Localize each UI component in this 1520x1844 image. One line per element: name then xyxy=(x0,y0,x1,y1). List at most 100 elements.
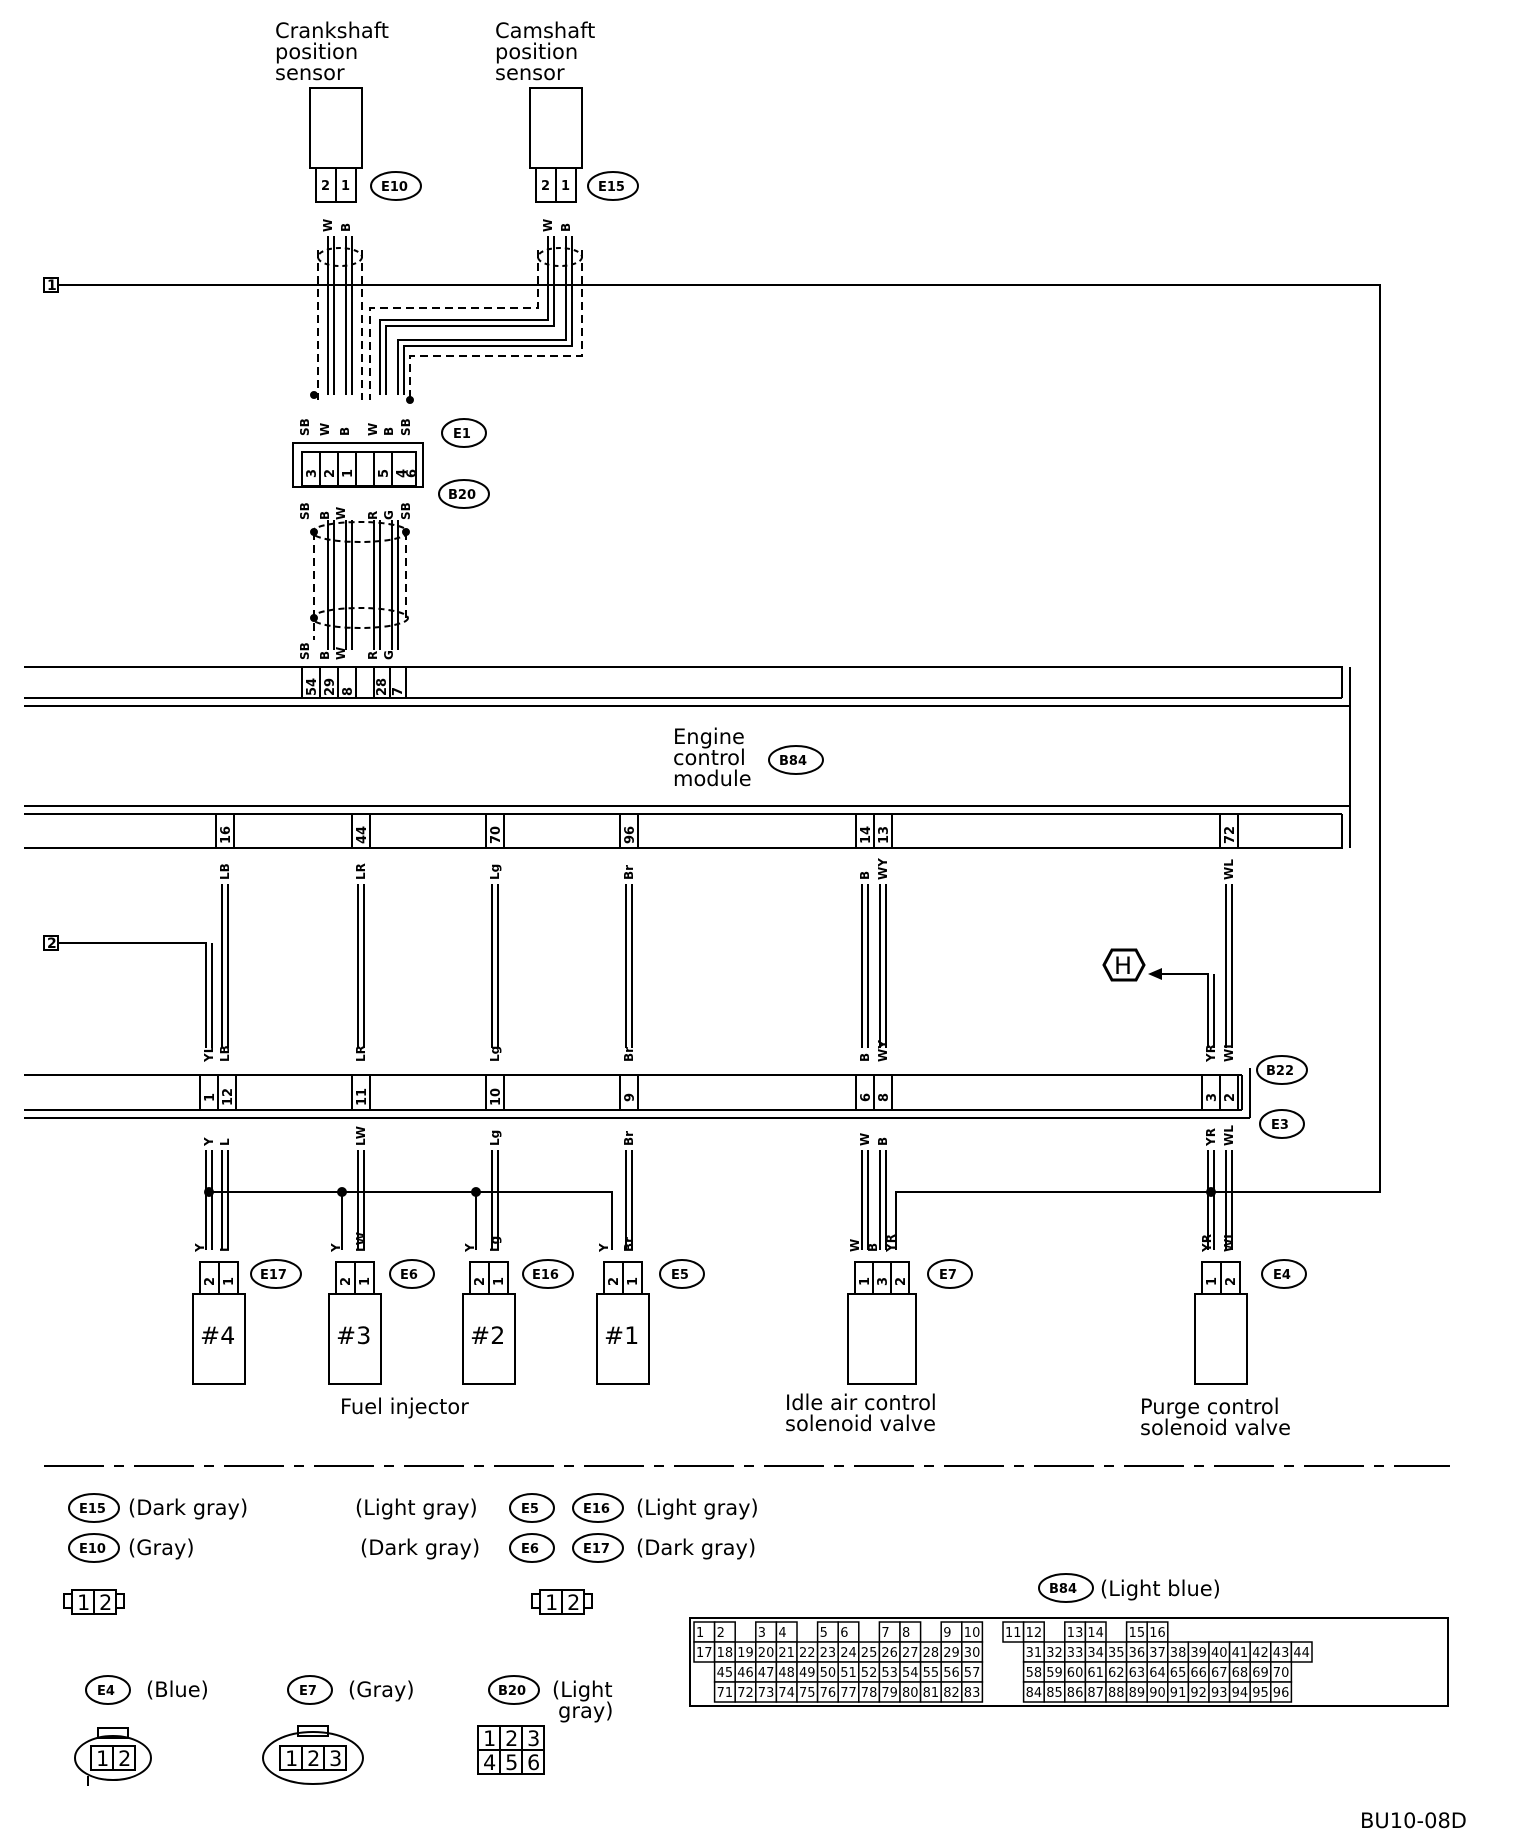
b84-pin-number: 7 xyxy=(881,1626,889,1641)
injector-4: Y L 2 1 E17 #4 xyxy=(192,1243,302,1385)
off-page-ref-1: 1 xyxy=(43,277,1381,1193)
e3-wire-lg: Lg xyxy=(488,1130,502,1146)
ecm-wire-b: B xyxy=(318,651,332,660)
b84-pin-number: 21 xyxy=(778,1646,795,1661)
cam-label-2: position xyxy=(495,40,578,64)
ecm-pin-16: 16 xyxy=(219,826,234,844)
two-pin-connector-right: 1 2 xyxy=(531,1589,593,1615)
e3-wire-b: B xyxy=(876,1137,890,1146)
legend-e16-ref: E16 xyxy=(583,1502,610,1517)
b20-shape-pin-4: 4 xyxy=(483,1751,496,1775)
b84-pin-number: 39 xyxy=(1190,1646,1207,1661)
inj2-wire-y: Y xyxy=(463,1243,477,1253)
b84-pin-number: 56 xyxy=(943,1666,960,1681)
inj4-wire-l: L xyxy=(218,1244,232,1252)
b20-wire-g: G xyxy=(382,510,396,520)
b22-pin-3: 3 xyxy=(1205,1093,1220,1102)
b22-wire-wy: WY xyxy=(876,1040,890,1062)
b84-pin-number: 13 xyxy=(1067,1626,1084,1641)
b22-wire-br: Br xyxy=(622,1047,636,1062)
b84-pin-number: 54 xyxy=(902,1666,919,1681)
b84-pin-number: 28 xyxy=(923,1646,940,1661)
camshaft-sensor: Camshaft position sensor 2 1 E15 W B xyxy=(495,19,639,232)
b84-pin-number: 94 xyxy=(1232,1686,1249,1701)
b84-pin-number: 46 xyxy=(737,1666,754,1681)
inj4-pin-1: 1 xyxy=(222,1277,237,1286)
joint-pin-6: 6 xyxy=(405,469,420,478)
joint-pin-3: 3 xyxy=(305,469,320,478)
ecm-wire-lb: LB xyxy=(218,863,232,880)
ecm-pin-54: 54 xyxy=(305,678,320,696)
joint-to-ecm-wires xyxy=(310,391,414,650)
b84-pin-number: 69 xyxy=(1252,1666,1269,1681)
joint-pin-1: 1 xyxy=(341,469,356,478)
e3-wire-lw: LW xyxy=(354,1126,368,1146)
b20-shape-pin-2: 2 xyxy=(505,1727,518,1751)
b84-pin-number: 30 xyxy=(964,1646,981,1661)
b84-pin-number: 8 xyxy=(902,1626,910,1641)
connector-e15: E15 xyxy=(598,180,625,195)
b84-pin-number: 19 xyxy=(737,1646,754,1661)
b84-pin-number: 47 xyxy=(758,1666,775,1681)
purge-wire-wl: WL xyxy=(1222,1231,1236,1252)
joint-connector-e1-b20: SB W B W B SB E1 3 2 1 5 4 6 B20 SB B W … xyxy=(292,418,490,520)
ecm-to-b22-wires xyxy=(221,884,1233,1048)
b84-pin-cell xyxy=(1290,1641,1313,1663)
b22-wire-lr: LR xyxy=(354,1045,368,1062)
b20-connector-shape: 1 2 3 4 5 6 xyxy=(477,1725,545,1775)
b84-pin-number: 70 xyxy=(1273,1666,1290,1681)
two-pin-connector-left: 1 2 xyxy=(63,1589,125,1615)
e1-wire-b-right: B xyxy=(382,427,396,436)
legend-e5-ref: E5 xyxy=(521,1502,539,1517)
b84-pin-number: 95 xyxy=(1252,1686,1269,1701)
b84-pin-number: 76 xyxy=(820,1686,837,1701)
b84-pin-number: 89 xyxy=(1129,1686,1146,1701)
injector-3: Y LW 2 1 E6 #3 xyxy=(328,1232,435,1385)
b20-wire-w: W xyxy=(334,507,348,520)
b84-pin-number: 14 xyxy=(1087,1626,1104,1641)
b22-wire-labels: YL LB LR Lg Br B WY YR WL xyxy=(202,1040,1236,1063)
b84-pin-number: 22 xyxy=(799,1646,816,1661)
inj3-wire-lw: LW xyxy=(354,1232,368,1252)
b84-pin-number: 86 xyxy=(1067,1686,1084,1701)
b22-pin-12: 12 xyxy=(221,1088,236,1106)
b84-pin-number: 88 xyxy=(1108,1686,1125,1701)
connector-e5: E5 xyxy=(671,1268,689,1283)
b84-pin-number: 75 xyxy=(799,1686,816,1701)
b84-pin-number: 1 xyxy=(696,1626,704,1641)
b84-pin-number: 92 xyxy=(1190,1686,1207,1701)
purge-label-1: Purge control xyxy=(1140,1395,1280,1419)
b20-shape-pin-3: 3 xyxy=(527,1727,540,1751)
joint-pin-4: 4 xyxy=(395,469,410,478)
joint-pin-2: 2 xyxy=(323,469,338,478)
b84-pin-number: 25 xyxy=(861,1646,878,1661)
b84-pin-number: 52 xyxy=(861,1666,878,1681)
b20-wire-r: R xyxy=(366,511,380,520)
b84-pin-number: 10 xyxy=(964,1626,981,1641)
b20-wire-b: B xyxy=(318,511,332,520)
e3-wire-yr: YR xyxy=(1204,1128,1218,1147)
ecm-wire-lr: LR xyxy=(354,863,368,880)
ecm-wire-wl: WL xyxy=(1222,859,1236,880)
e1-wire-w-right: W xyxy=(366,423,380,436)
b84-pin-number: 63 xyxy=(1129,1666,1146,1681)
inj1-pin-1: 1 xyxy=(626,1277,641,1286)
b84-pin-number: 27 xyxy=(902,1646,919,1661)
b20-shape-pin-5: 5 xyxy=(505,1751,518,1775)
ecm-pin-14: 14 xyxy=(859,826,874,844)
b84-pin-number: 87 xyxy=(1087,1686,1104,1701)
connector-e17: E17 xyxy=(260,1268,287,1283)
inj2-pin-1: 1 xyxy=(492,1277,507,1286)
legend-e7-ref: E7 xyxy=(299,1684,317,1699)
ecm-wire-wy: WY xyxy=(876,858,890,880)
ecm-pin-28: 28 xyxy=(375,678,390,696)
cam-wire-b: B xyxy=(559,223,573,232)
b84-pin-number: 73 xyxy=(758,1686,775,1701)
b84-pin-number: 72 xyxy=(737,1686,754,1701)
b84-pin-number: 44 xyxy=(1293,1646,1310,1661)
b84-pin-number: 12 xyxy=(1026,1626,1043,1641)
e7-shape-pin-2: 2 xyxy=(307,1747,320,1771)
legend-e10-color: (Gray) xyxy=(128,1536,195,1560)
b84-pin-number: 20 xyxy=(758,1646,775,1661)
